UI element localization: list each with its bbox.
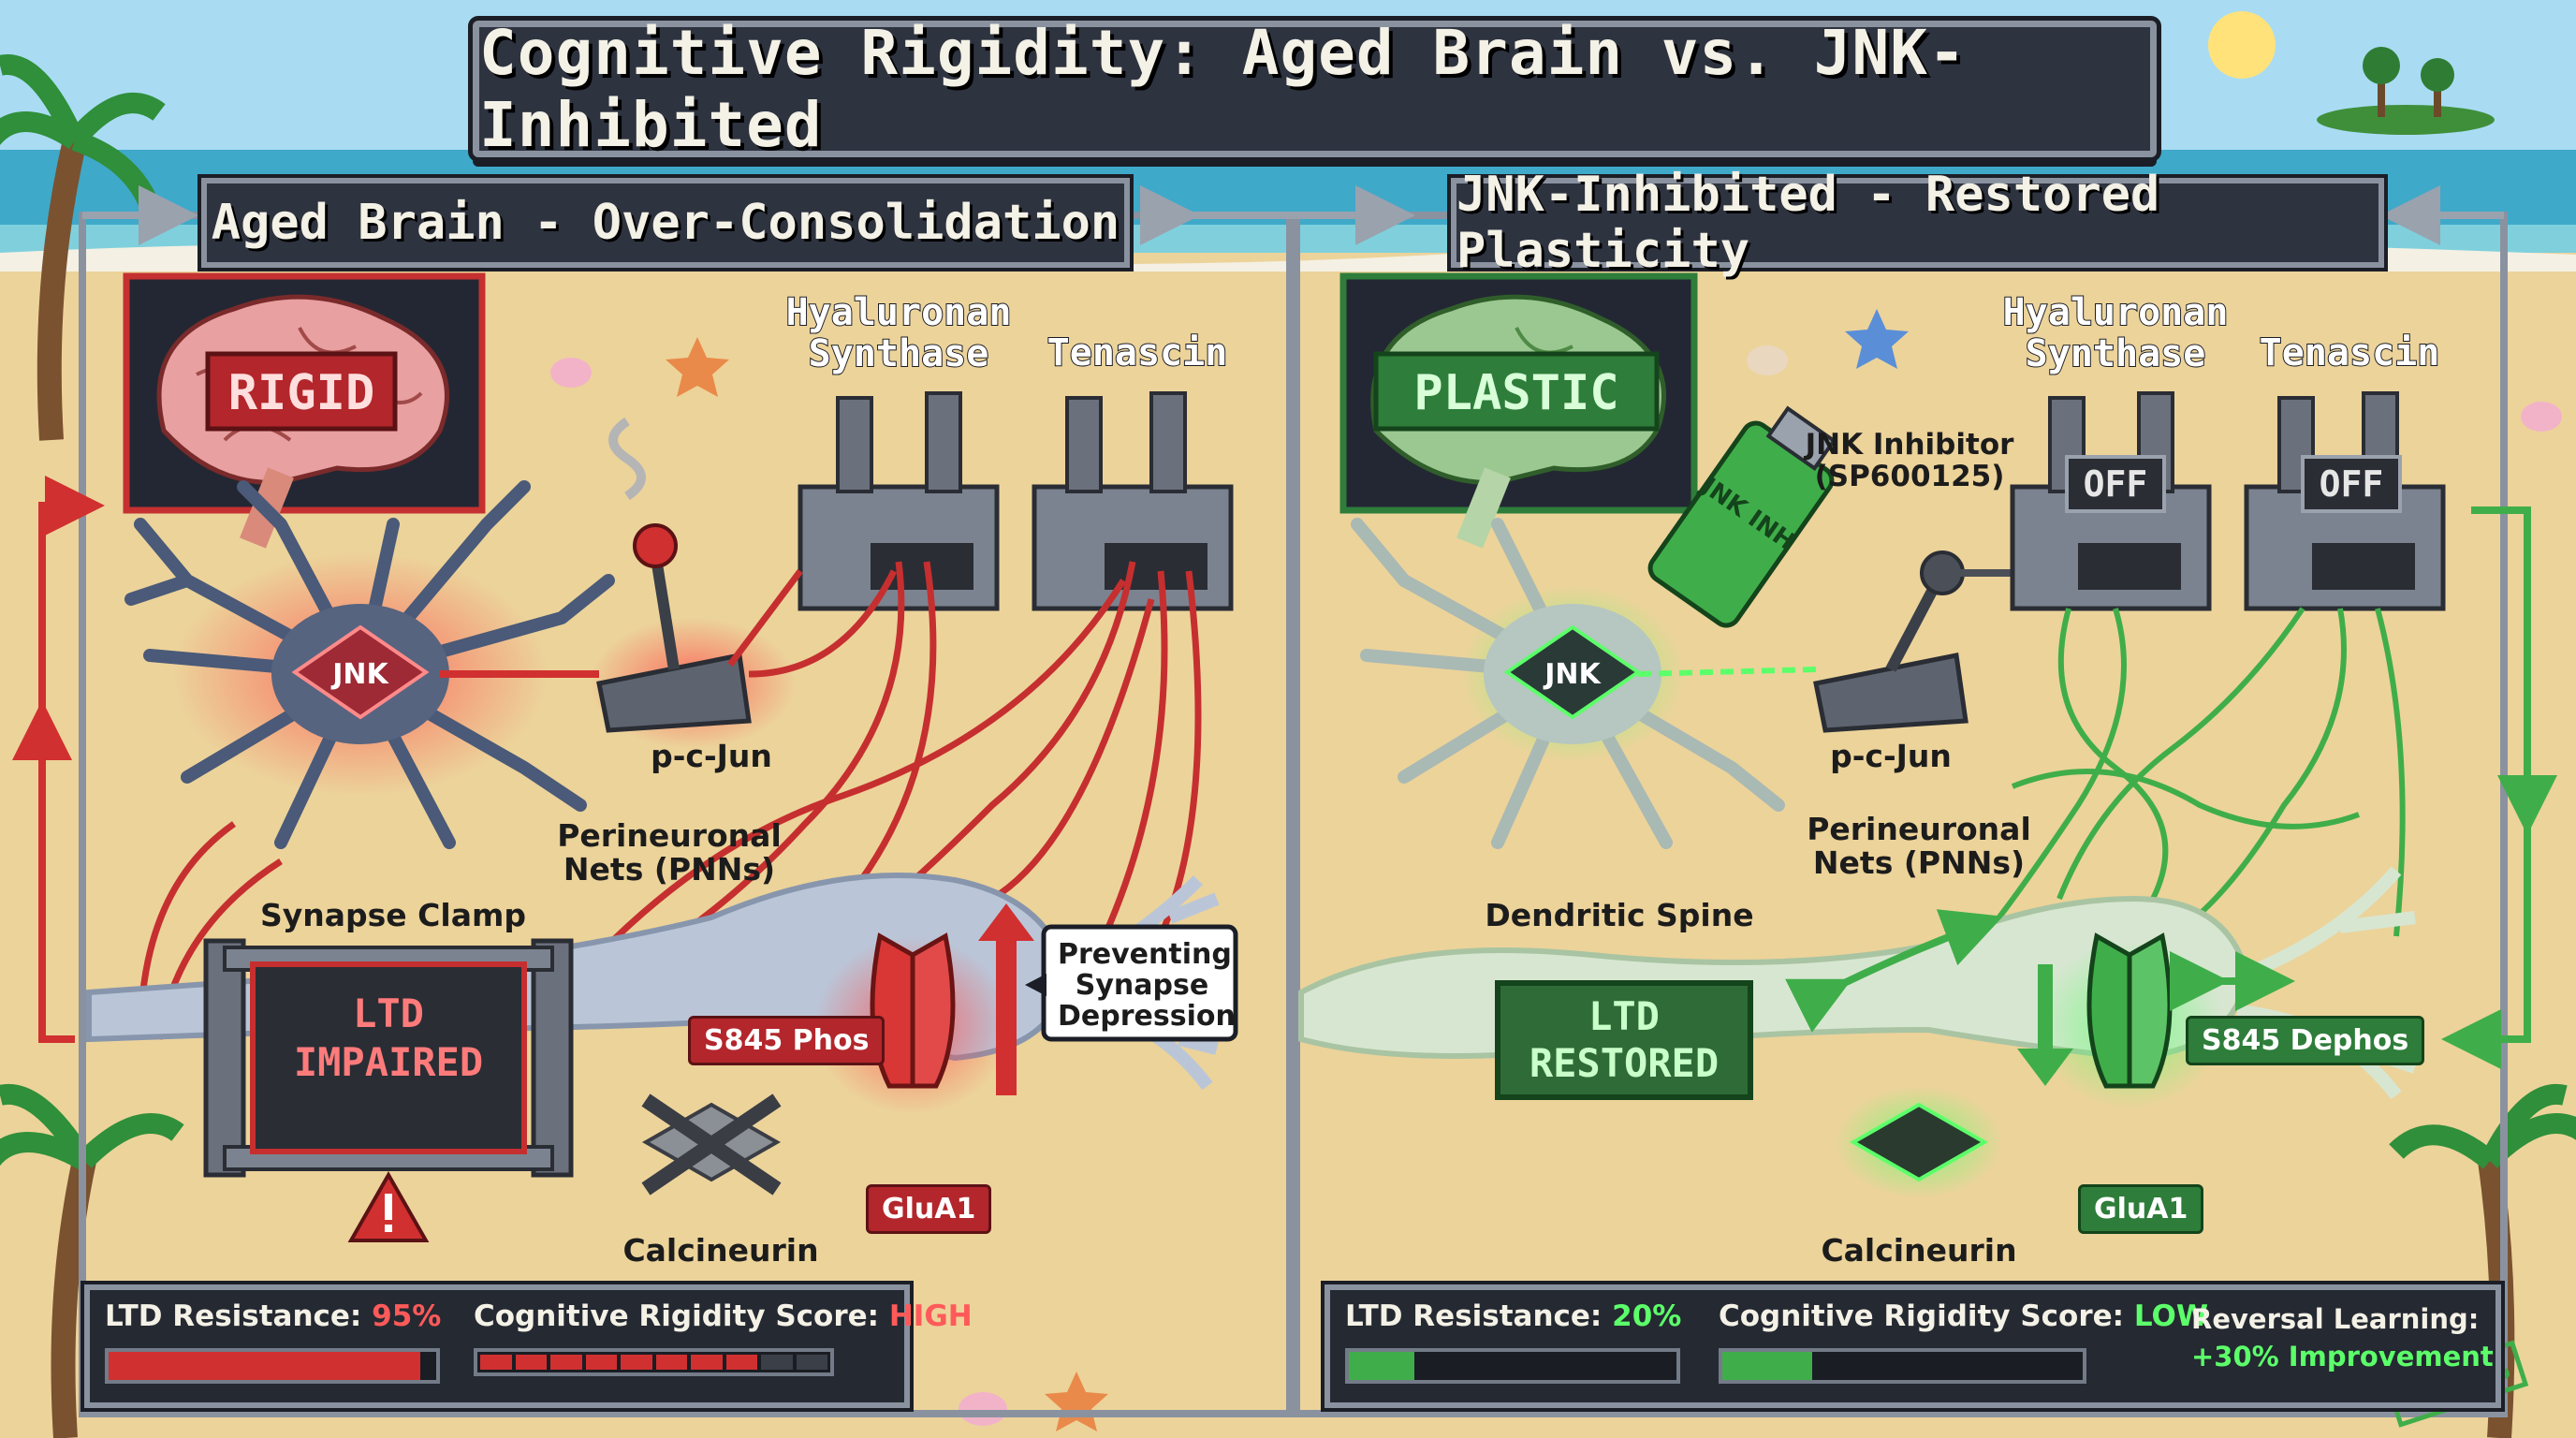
rigidity-segment [550, 1355, 582, 1370]
pnn-loosened [1982, 607, 2406, 939]
shell-icon [959, 1392, 1007, 1426]
p-c-jun-lever-icon [596, 523, 752, 733]
right-ltd-bar-fill [1349, 1352, 1414, 1380]
shell-icon [1747, 345, 1788, 375]
starfish-icon [1845, 309, 1909, 369]
ltd-restored-box [1495, 980, 1753, 1100]
jnk-inhibitor-label: JNK Inhibitor (SP600125) [1805, 428, 2014, 494]
reversal-learning-value: +30% Improvement [2191, 1341, 2494, 1372]
rigidity-segment [691, 1355, 723, 1370]
left-ltd-bar [105, 1348, 440, 1384]
right-ltd-bar [1345, 1348, 1680, 1384]
dendritic-spine-label: Dendritic Spine [1485, 897, 1754, 933]
right-factory1-label: Hyaluronan Synthase [2002, 291, 2230, 375]
left-panel-header: Aged Brain - Over-Consolidation [201, 178, 1130, 268]
diagram-title: Cognitive Rigidity: Aged Brain vs. JNK-I… [473, 17, 2157, 161]
rigidity-segment [480, 1355, 512, 1370]
palm-tree-icon [0, 1083, 184, 1438]
ltd-restored-line2: RESTORED [1530, 1040, 1719, 1086]
smoke-icon [608, 417, 646, 501]
glua1-receptor-dephos-icon [2086, 932, 2173, 1089]
right-rigidity-bar-fill [1722, 1352, 1813, 1380]
plastic-badge-text: PLASTIC [1413, 365, 1618, 421]
right-pnn-label: Perineuronal Nets (PNNs) [1807, 811, 2031, 882]
synapse-clamp-icon [203, 938, 574, 1178]
plastic-badge [1373, 351, 1660, 432]
left-factory2-label: Tenascin [1046, 331, 1229, 374]
warning-icon [347, 1170, 430, 1242]
left-lever-label: p-c-Jun [651, 738, 772, 774]
glua1-receptor-icon [870, 932, 956, 1089]
hyaluronan-synthase-factory-icon [798, 391, 1000, 611]
s845-phos-tag: S845 Phos [688, 1016, 886, 1065]
right-rigidity-bar [1719, 1348, 2086, 1384]
hyaluronan-synthase-factory-off-icon: OFF [2010, 391, 2212, 611]
tenascin-factory-off-icon: OFF [2244, 391, 2446, 611]
reversal-learning-label: Reversal Learning: [2191, 1303, 2480, 1335]
left-factory1-label: Hyaluronan Synthase [785, 291, 1013, 375]
ltd-impaired-line1: LTD [353, 990, 424, 1036]
right-factory2-label: Tenascin [2259, 331, 2441, 374]
rigidity-segment [655, 1355, 687, 1370]
palm-tree-icon [0, 54, 166, 441]
rigidity-segment [621, 1355, 652, 1370]
left-glua1-tag: GluA1 [866, 1184, 992, 1234]
preventing-callout-text: Preventing Synapse Depression [1058, 938, 1236, 1033]
right-rigidity-score: Cognitive Rigidity Score: LOW [1719, 1299, 2209, 1333]
inhibition-line [1637, 667, 1817, 677]
shell-icon [550, 358, 592, 388]
jnk-chip-inhibited-icon: JNK [1503, 624, 1642, 720]
rigidity-segment [585, 1355, 617, 1370]
jnk-inhibited-label: JNK [1543, 658, 1602, 691]
shell-icon [2521, 402, 2562, 432]
left-rigidity-score: Cognitive Rigidity Score: HIGH [474, 1299, 973, 1333]
left-pnn-label: Perineuronal Nets (PNNs) [557, 817, 782, 888]
starfish-icon [666, 337, 729, 397]
ltd-restored-line1: LTD [1588, 993, 1660, 1039]
rigidity-segment [515, 1355, 547, 1370]
off-label: OFF [2084, 463, 2148, 505]
off-label: OFF [2320, 463, 2384, 505]
rigid-badge [205, 351, 398, 432]
jnk-chip-icon: JNK [291, 624, 430, 720]
island-icon [2317, 47, 2495, 135]
right-panel-header: JNK-Inhibited - Restored Plasticity [1451, 167, 2384, 279]
p-c-jun-lever-off-icon [1813, 550, 1969, 733]
right-glua1-tag: GluA1 [2078, 1184, 2204, 1234]
rigidity-segment [761, 1355, 793, 1370]
sun-icon [2208, 11, 2276, 79]
s845-dephos-tag: S845 Dephos [2186, 1016, 2425, 1065]
calcineurin-chip-crossed-icon [641, 1093, 782, 1196]
jnk-inhibitor-bottle-icon: JNK INH [1647, 405, 1837, 628]
left-rigidity-bar [474, 1348, 834, 1376]
spine-motion-arrow-icon [1785, 909, 2003, 1033]
rigid-badge-text: RIGID [228, 365, 375, 421]
right-status-bar: LTD Resistance: 20% Cognitive Rigidity S… [1325, 1284, 2501, 1408]
ltd-impaired-line2: IMPAIRED [294, 1039, 483, 1085]
jnk-label: JNK [330, 658, 389, 691]
left-calcineurin-label: Calcineurin [622, 1232, 819, 1269]
right-calcineurin-label: Calcineurin [1821, 1232, 2017, 1269]
right-lever-label: p-c-Jun [1830, 738, 1952, 774]
synapse-clamp-label: Synapse Clamp [260, 897, 526, 933]
calcineurin-chip-active-icon [1835, 1086, 2003, 1198]
rigidity-segment [796, 1355, 827, 1370]
left-status-bar: LTD Resistance: 95% Cognitive Rigidity S… [84, 1284, 973, 1408]
left-ltd-resistance: LTD Resistance: 95% [105, 1299, 442, 1333]
left-ltd-bar-fill [109, 1352, 420, 1380]
rigidity-segment [725, 1355, 757, 1370]
right-ltd-resistance: LTD Resistance: 20% [1345, 1299, 1682, 1333]
